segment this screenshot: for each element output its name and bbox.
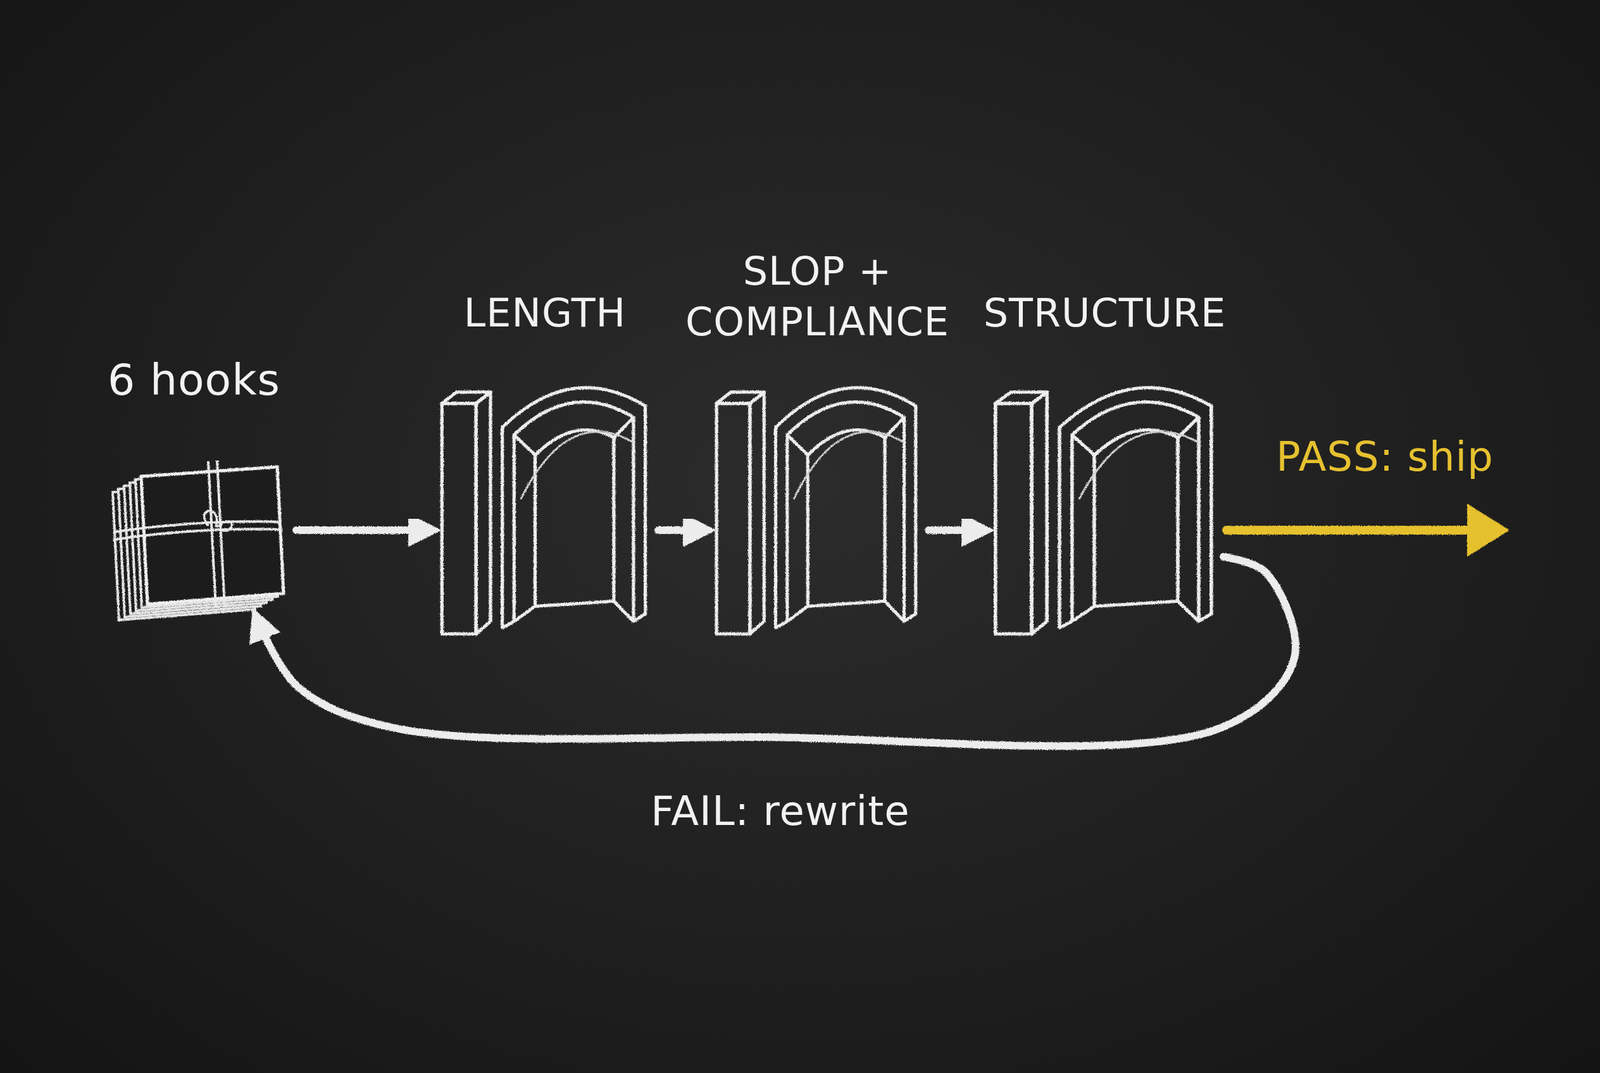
arch-frame xyxy=(502,387,646,628)
flow-arrow xyxy=(658,526,707,535)
bundle-drawing xyxy=(96,438,292,613)
chalk-strokes xyxy=(441,387,645,635)
pass-arrow xyxy=(1226,503,1510,557)
pillar-front xyxy=(441,403,476,635)
chalk-strokes xyxy=(716,387,916,635)
node-heading: STRUCTURE xyxy=(965,287,1245,340)
flow-arrow xyxy=(296,526,432,535)
arch-opening xyxy=(807,429,885,607)
string xyxy=(208,460,225,609)
chalk-strokes xyxy=(112,460,284,621)
edge-label: FAIL: rewrite xyxy=(644,786,916,837)
pillar-side xyxy=(1031,392,1047,635)
string xyxy=(113,521,283,540)
chalk-strokes xyxy=(995,387,1212,635)
arch-depth xyxy=(513,417,634,622)
arch-shading xyxy=(793,431,905,500)
gate-drawing xyxy=(436,367,654,638)
outcome-label: PASS: ship xyxy=(1269,432,1500,482)
node-heading: SLOP + COMPLIANCE xyxy=(678,246,957,349)
arch-frame xyxy=(1059,387,1212,628)
arch-depth xyxy=(787,417,905,622)
pillar-side xyxy=(475,392,491,635)
arch-shading xyxy=(520,431,634,500)
node-heading: LENGTH xyxy=(405,287,685,340)
arch-depth xyxy=(1072,417,1199,622)
node-heading: 6 hooks xyxy=(80,352,309,409)
pass-arrow-head xyxy=(1467,503,1510,557)
pillar-front xyxy=(716,403,750,635)
gate-node: LENGTH xyxy=(436,367,654,638)
flow-arrow xyxy=(928,526,985,535)
string-knot xyxy=(203,510,233,532)
hook-bundle: 6 hooks xyxy=(96,438,292,613)
arch-shading xyxy=(1079,431,1199,500)
arch-frame xyxy=(775,387,916,628)
arch-opening xyxy=(534,429,614,607)
gate-node: SLOP + COMPLIANCE xyxy=(711,367,924,638)
pass-arrow-shaft xyxy=(1226,525,1469,535)
gate-drawing xyxy=(989,367,1220,638)
arch-opening xyxy=(1094,429,1178,607)
gate-drawing xyxy=(711,367,924,638)
pillar-front xyxy=(995,403,1032,635)
pillar-side xyxy=(750,392,764,635)
gate-node: STRUCTURE xyxy=(989,367,1220,638)
